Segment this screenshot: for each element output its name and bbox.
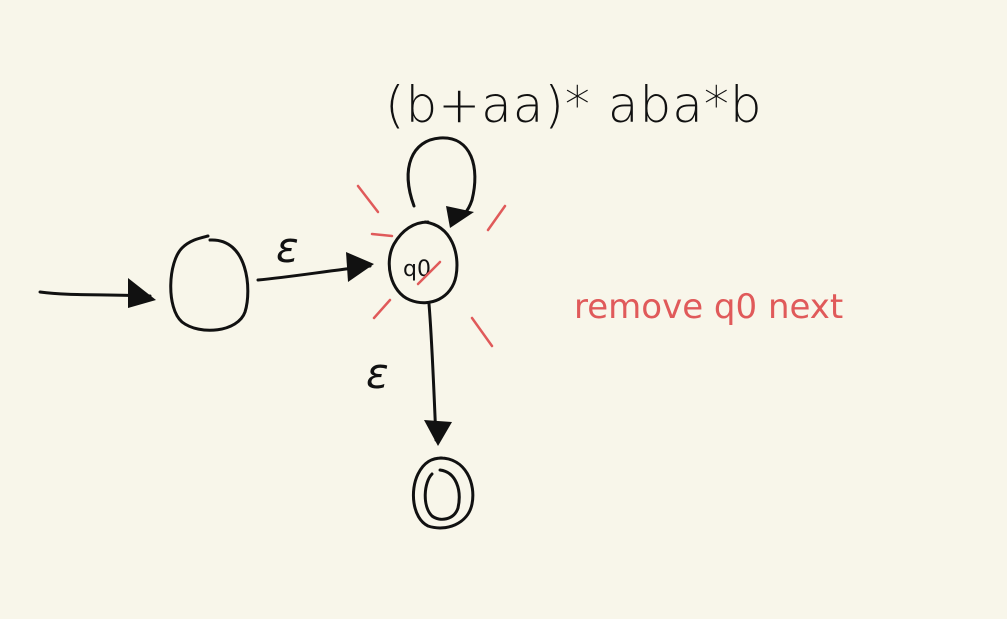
annotation-note: remove q0 next [574,287,843,327]
q0-self-loop [406,136,477,228]
start-arrow [38,278,156,308]
final-state [411,456,475,530]
epsilon-label-final: ε [366,349,389,398]
state-q0: q0 [387,220,459,305]
state-q0-label: q0 [403,257,431,282]
highlight-rays [356,184,507,348]
regex-label: (b+aa)* aba*b [385,76,763,134]
edge-q0-to-final: ε [366,302,452,446]
edge-start-to-q0: ε [256,223,374,282]
new-start-state [169,234,250,332]
epsilon-label-start: ε [276,223,299,272]
